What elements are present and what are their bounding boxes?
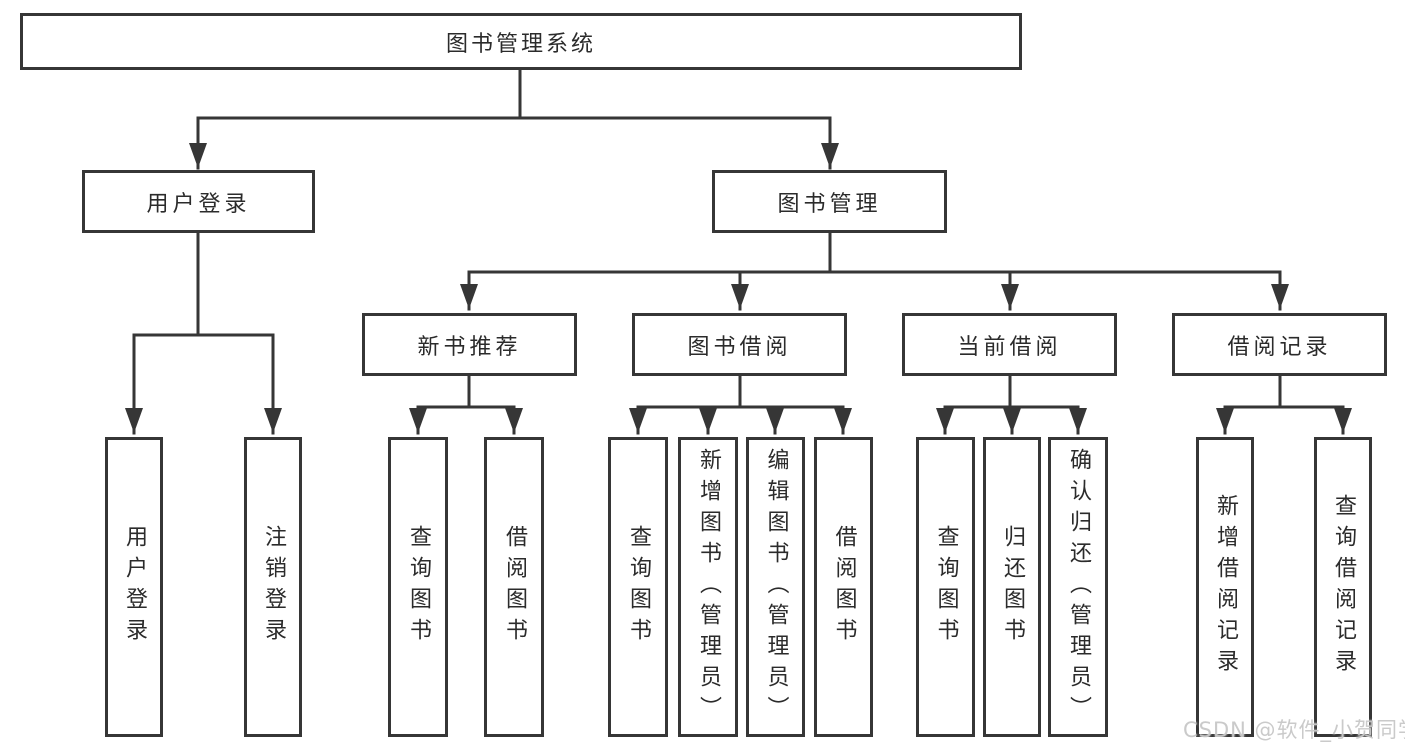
csdn-watermark: CSDN @软件_小贺同学: [1183, 718, 1405, 742]
node-label: 确认归还（管理员）: [1066, 447, 1091, 727]
leaf-borrowing-borrow-books: 借阅图书: [814, 437, 873, 737]
node-book-management-system: 图书管理系统: [20, 13, 1022, 70]
node-label: 新增借阅记录: [1213, 494, 1238, 680]
node-label: 借阅记录: [1227, 334, 1332, 360]
node-new-book-recommend: 新书推荐: [362, 313, 577, 376]
node-label: 借阅图书: [502, 525, 527, 649]
leaf-add-books-admin: 新增图书（管理员）: [678, 437, 738, 737]
node-current-borrowing: 当前借阅: [902, 313, 1117, 376]
node-label: 图书管理: [777, 191, 882, 217]
leaf-add-borrow-record: 新增借阅记录: [1196, 437, 1254, 737]
node-label: 查询图书: [626, 525, 651, 649]
leaf-recommend-borrow-books: 借阅图书: [484, 437, 544, 737]
node-label: 图书管理系统: [445, 31, 596, 57]
node-label: 新增图书（管理员）: [696, 447, 721, 727]
node-book-management: 图书管理: [712, 170, 947, 233]
leaf-recommend-query-books: 查询图书: [388, 437, 448, 737]
node-label: 编辑图书（管理员）: [763, 447, 789, 727]
node-label: 查询图书: [933, 525, 959, 649]
node-label: 新书推荐: [417, 334, 522, 360]
node-label: 注销登录: [261, 525, 286, 649]
leaf-user-login: 用户登录: [105, 437, 163, 737]
leaf-logout-login: 注销登录: [244, 437, 302, 737]
node-book-borrowing: 图书借阅: [632, 313, 847, 376]
leaf-current-query-books: 查询图书: [916, 437, 975, 737]
node-label: 用户登录: [122, 525, 147, 649]
node-borrowing-records: 借阅记录: [1172, 313, 1387, 376]
leaf-query-borrow-record: 查询借阅记录: [1314, 437, 1372, 737]
node-label: 归还图书: [1000, 525, 1025, 649]
node-label: 借阅图书: [831, 525, 857, 649]
leaf-edit-books-admin: 编辑图书（管理员）: [746, 437, 805, 737]
node-label: 查询借阅记录: [1331, 494, 1356, 680]
node-label: 当前借阅: [957, 334, 1062, 360]
node-user-login: 用户登录: [82, 170, 315, 233]
leaf-borrowing-query-books: 查询图书: [608, 437, 668, 737]
leaf-return-books: 归还图书: [983, 437, 1041, 737]
node-label: 查询图书: [406, 525, 431, 649]
node-label: 图书借阅: [687, 334, 792, 360]
node-label: 用户登录: [146, 191, 251, 217]
leaf-confirm-return-admin: 确认归还（管理员）: [1048, 437, 1108, 737]
